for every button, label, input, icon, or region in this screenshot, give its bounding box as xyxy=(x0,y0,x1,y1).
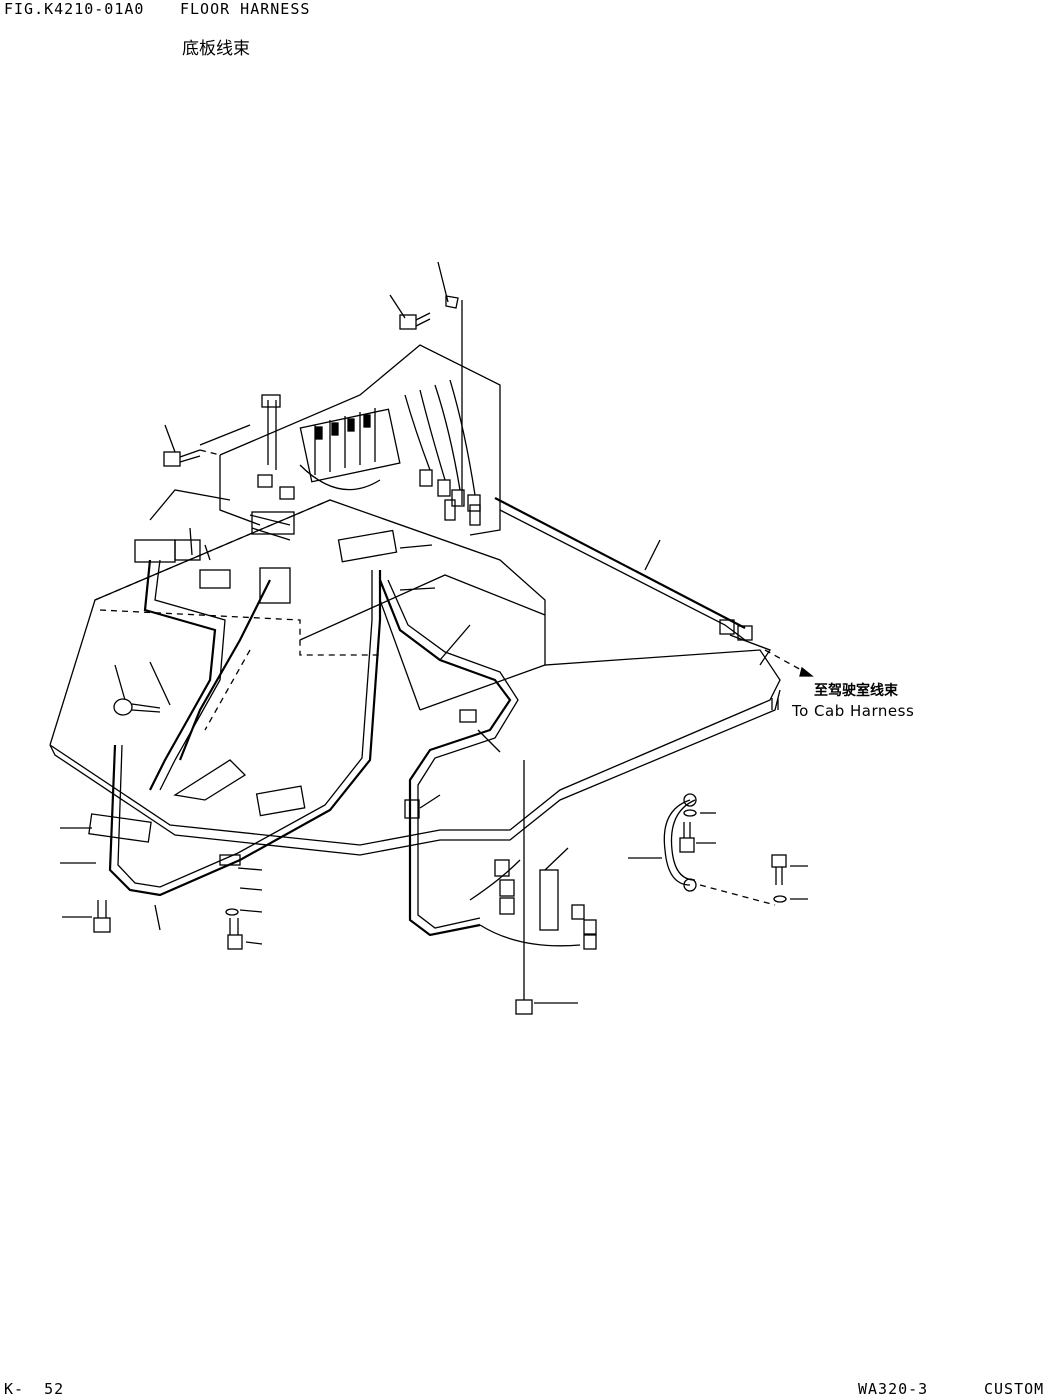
rear-console xyxy=(149,344,501,536)
bolt-icon xyxy=(163,449,201,467)
bolt-icon xyxy=(93,900,111,933)
connector-cluster-right xyxy=(404,300,481,526)
center-harness xyxy=(337,529,519,937)
bolt-icon xyxy=(227,918,243,950)
figure-title: FLOOR HARNESS xyxy=(180,0,311,18)
figure-title-cn: 底板线束 xyxy=(182,39,250,59)
floor-plate xyxy=(49,499,781,856)
bolt-icon xyxy=(679,822,695,853)
spec-label: CUSTOM xyxy=(984,1380,1045,1398)
model-number: WA320-3 xyxy=(858,1380,929,1398)
leader-lines xyxy=(60,261,808,1004)
lower-left-harness xyxy=(88,570,382,897)
bolt-icon xyxy=(399,312,431,330)
relay-block xyxy=(257,394,401,500)
page-number: K- 52 xyxy=(4,1380,65,1398)
figure-id: FIG.K4210-01A0 xyxy=(4,0,145,18)
lower-right-connectors xyxy=(469,760,597,1000)
bolt-icon xyxy=(515,999,533,1015)
bolt-icon xyxy=(771,854,787,885)
ground-strap xyxy=(663,793,776,906)
callout-label-en: To Cab Harness xyxy=(792,702,915,720)
washer-icon xyxy=(225,295,787,916)
left-harness xyxy=(134,511,295,791)
harness-to-cab xyxy=(494,497,814,710)
callout-label-cn: 至驾驶室线束 xyxy=(814,683,898,699)
bolt-icon xyxy=(113,698,161,716)
